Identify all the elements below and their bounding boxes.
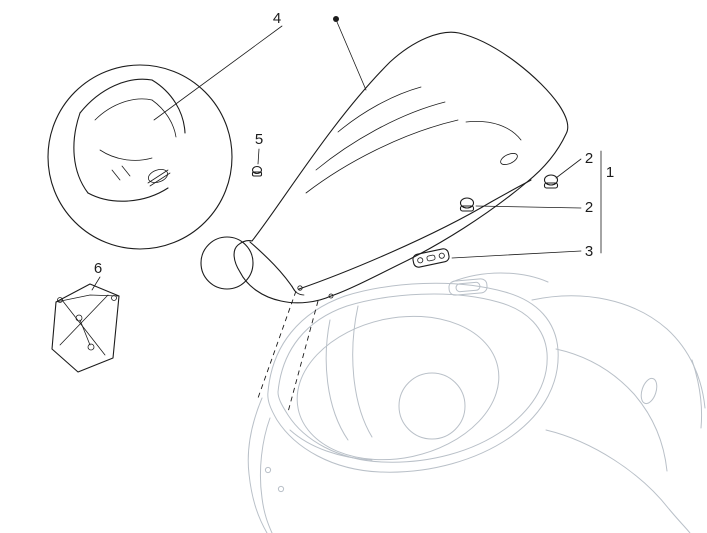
detail-callout: [47, 64, 254, 290]
leader-line-2-lower: [475, 205, 582, 209]
bag-tool-shaft: [79, 319, 91, 346]
callout-bracket-oval: [147, 169, 169, 183]
leader-line-6: [91, 276, 101, 291]
callout-circle: [47, 64, 233, 250]
callout-hatch-2: [121, 165, 131, 177]
rubber-buffer-lower: [459, 197, 475, 212]
rear-cowl-mid: [555, 348, 668, 472]
rubber-buffer-upper: [543, 174, 559, 189]
stop-dome: [251, 165, 263, 175]
front-body-edge-inner: [259, 417, 273, 533]
bag-tool-head-bottom: [87, 343, 95, 351]
part-label-5: 5: [255, 131, 263, 148]
saddle-welt-line: [298, 179, 532, 290]
buffer-lower-dome: [459, 197, 475, 209]
callout-edge-bottom: [87, 187, 169, 202]
bucket-rib-2: [352, 305, 373, 438]
bag-grommet-left: [57, 297, 63, 303]
callout-fold-2: [151, 99, 177, 138]
part-label-6: 6: [94, 260, 102, 277]
toolkit-bag: [51, 283, 120, 373]
part-label-4: 4: [273, 10, 281, 27]
saddle-rivet-1: [297, 285, 303, 291]
bucket-rib-1: [325, 319, 349, 441]
bag-flap: [55, 294, 120, 303]
leader-dot-4: [333, 16, 339, 22]
dashed-line-rear: [287, 300, 319, 413]
saddle-crease-1: [315, 101, 446, 171]
hinge-hole-left: [417, 257, 424, 264]
alignment-dashed-lines: [257, 290, 319, 413]
rubber-stop-small: [251, 165, 263, 177]
part-label-3: 3: [585, 243, 593, 260]
part-number-labels: 4 5 2 1 2 3 6: [94, 10, 614, 277]
callout-fold-3: [99, 149, 153, 161]
leader-line-2-upper: [555, 158, 582, 179]
callout-transition-circle: [200, 236, 254, 290]
latch-ledge: [451, 272, 549, 283]
rear-cowl-upper: [531, 295, 706, 409]
bag-strap-1: [61, 299, 106, 356]
compartment-inner-rim: [277, 293, 548, 463]
saddle-crease-2: [305, 119, 459, 194]
scooter-body-shell: [247, 272, 706, 533]
bag-outline: [51, 283, 120, 373]
leader-line-4-dot: [336, 21, 367, 91]
saddle: [233, 31, 569, 304]
saddle-latch-plate: [500, 153, 518, 165]
rear-fixing-detail: [640, 377, 658, 405]
saddle-hinge-hook: [291, 285, 305, 296]
body-bolt-2: [277, 485, 285, 493]
hinge-plate: [412, 248, 450, 268]
callout-edge-right: [151, 79, 186, 134]
saddle-nose-face: [249, 241, 296, 292]
buffer-upper-dome: [543, 174, 559, 186]
bucket-shelf: [289, 429, 373, 461]
callout-bracket-line-1: [147, 169, 169, 184]
hinge-hole-right: [438, 252, 445, 259]
part-label-1: 1: [606, 164, 614, 181]
bucket-recess: [398, 372, 466, 440]
hinge-bracket: [412, 248, 450, 268]
stop-base: [251, 171, 263, 177]
compartment-outer-rim: [267, 282, 559, 473]
callout-edge-left: [73, 112, 89, 194]
seat-latch-opening: [448, 278, 488, 296]
helmet-bucket: [296, 315, 500, 461]
rear-cowl-lower: [545, 429, 691, 533]
bag-grommet-right: [111, 295, 117, 301]
part-label-2-lower: 2: [585, 199, 593, 216]
latch-inner: [455, 281, 481, 293]
callout-fold-1: [94, 98, 153, 121]
buffer-upper-base: [543, 182, 559, 189]
leader-line-4: [153, 25, 283, 121]
callout-edge-top: [79, 78, 153, 114]
bag-strap-2: [59, 294, 109, 346]
bag-tool-head-top: [75, 314, 83, 322]
front-body-edge-outer: [247, 397, 268, 533]
leader-line-3: [451, 250, 582, 259]
hinge-slot: [426, 254, 436, 262]
saddle-crease-3: [337, 86, 422, 133]
buffer-lower-base: [459, 205, 475, 212]
saddle-outline: [233, 31, 569, 304]
leader-lines: [91, 16, 602, 291]
callout-hatch-1: [111, 169, 121, 181]
dashed-line-front: [257, 290, 297, 399]
part-label-2-upper: 2: [585, 150, 593, 167]
latch-outer: [448, 278, 488, 296]
callout-sketch: [73, 78, 186, 202]
saddle-rivet-2: [328, 293, 334, 299]
leader-line-5: [257, 148, 260, 165]
callout-bracket-line-2: [149, 172, 171, 187]
rear-edge-detail: [691, 359, 703, 429]
saddle-hump-crease: [465, 120, 522, 141]
body-bolt-1: [264, 466, 272, 474]
